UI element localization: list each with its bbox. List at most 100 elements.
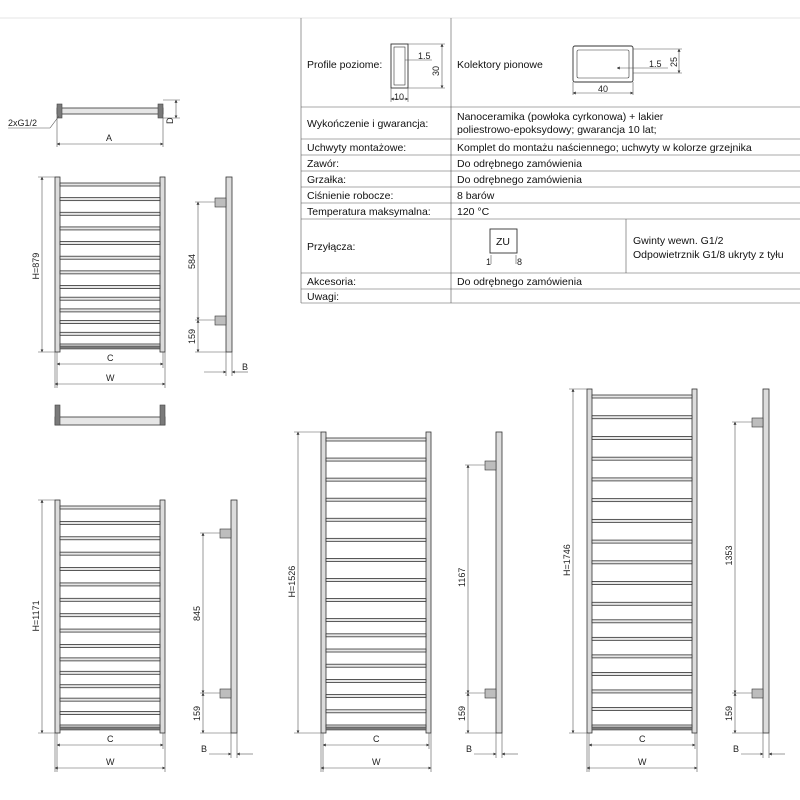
heating-bar <box>59 331 161 336</box>
row-value-temp: 120 °C <box>457 206 490 218</box>
b-label: B <box>466 744 472 754</box>
kolektor-height: 25 <box>669 57 679 67</box>
row-label-temp: Temperatura maksymalna: <box>307 206 431 218</box>
profile-height: 30 <box>431 66 441 76</box>
lower-bracket <box>751 688 764 699</box>
c-label: C <box>107 734 114 744</box>
side-collector <box>762 388 770 734</box>
bracket-spacing-label: 584 <box>187 254 197 269</box>
heating-bar <box>591 619 693 624</box>
radiator-variants: H=879CW584159BH=1171CW845159BH=1526CW116… <box>31 176 785 772</box>
side-collector <box>495 431 503 734</box>
c-label: C <box>373 734 380 744</box>
heating-bar <box>325 558 427 562</box>
row-value-mounts: Komplet do montażu naściennego; uchwyty … <box>457 142 752 154</box>
bottom-offset-label: 159 <box>187 329 197 344</box>
kolektor-cross-section: 40 25 1.5 <box>572 45 682 95</box>
heating-bar <box>59 567 161 571</box>
lower-bracket <box>214 315 227 326</box>
row-value-accessories: Do odrębnego zamówienia <box>457 276 582 288</box>
heating-bar <box>59 320 161 325</box>
kolektory-pionowe-label: Kolektory pionowe <box>457 59 543 71</box>
heating-bar <box>591 539 693 544</box>
bottom-bar <box>59 345 161 350</box>
c-label: C <box>639 734 646 744</box>
b-label: B <box>733 744 739 754</box>
connection-badge-left: 1 <box>486 257 491 267</box>
row-label-pressure: Ciśnienie robocze: <box>307 190 393 202</box>
heating-bar <box>59 711 161 715</box>
heating-bar <box>591 672 693 676</box>
heating-bar <box>59 270 161 275</box>
heating-bar <box>59 628 161 633</box>
bottom-bar <box>59 726 161 731</box>
upper-bracket <box>219 528 232 539</box>
row-value-heater: Do odrębnego zamówienia <box>457 174 582 186</box>
bottom-offset-label: 159 <box>457 706 467 721</box>
left-rail <box>54 499 61 734</box>
upper-bracket <box>214 197 227 208</box>
heating-bar <box>325 497 427 502</box>
right-rail <box>159 499 166 734</box>
heating-bar <box>59 308 161 313</box>
connection-vent: Odpowietrznik G1/8 ukryty z tyłu <box>633 249 784 261</box>
top-view-d: D <box>165 117 175 124</box>
bracket-spacing-label: 1353 <box>724 545 734 565</box>
connection-badge-right: 8 <box>517 257 522 267</box>
heating-bar <box>59 182 161 187</box>
c-label: C <box>107 353 114 363</box>
side-collector <box>230 499 238 734</box>
w-label: W <box>106 373 115 383</box>
bottom-offset-label: 159 <box>192 706 202 721</box>
heating-bar <box>59 226 161 231</box>
row-label-connections: Przyłącza: <box>307 241 355 253</box>
right-rail <box>425 431 432 734</box>
row-label-heater: Grzałka: <box>307 174 346 186</box>
heating-bar <box>59 684 161 689</box>
row-value-pressure: 8 barów <box>457 190 495 202</box>
heating-bar <box>59 536 161 541</box>
row-label-accessories: Akcesoria: <box>307 276 356 288</box>
left-rail <box>54 176 61 353</box>
heating-bar <box>325 578 427 582</box>
kolektor-thickness: 1.5 <box>649 59 662 69</box>
heating-bar <box>591 436 693 440</box>
left-rail <box>320 431 327 734</box>
spec-table: Profile poziome: Kolektory pionowe 10 30… <box>300 18 800 304</box>
heating-bar <box>325 537 427 542</box>
height-label: H=1746 <box>562 544 572 576</box>
row-value-valve: Do odrębnego zamówienia <box>457 158 582 170</box>
top-view: A D 2xG1/2 <box>8 99 180 147</box>
heating-bar <box>325 648 427 653</box>
heating-bar <box>591 498 693 503</box>
heating-bar <box>59 505 161 510</box>
heating-bar <box>59 285 161 289</box>
left-rail <box>586 388 593 734</box>
heating-bar <box>59 597 161 602</box>
top-view-a: A <box>106 133 112 143</box>
lower-bracket <box>484 688 497 699</box>
heating-bar <box>59 255 161 260</box>
right-rail <box>691 388 698 734</box>
row-value-finish-2: poliestrowo-epoksydowy; gwarancja 10 lat… <box>457 124 657 136</box>
heating-bar <box>59 582 161 587</box>
bracket-spacing-label: 1167 <box>457 568 467 587</box>
heating-bar <box>59 613 161 618</box>
upper-bracket <box>751 417 764 428</box>
heating-bar <box>591 636 693 641</box>
heating-bar <box>591 415 693 420</box>
heating-bar <box>591 560 693 565</box>
heating-bar <box>59 296 161 301</box>
heating-bar <box>325 517 427 522</box>
heating-bar <box>325 679 427 683</box>
lower-bracket <box>219 688 232 699</box>
profile-poziome-label: Profile poziome: <box>307 59 382 71</box>
row-label-notes: Uwagi: <box>307 291 339 303</box>
heating-bar <box>59 551 161 556</box>
heating-bar <box>325 477 427 482</box>
heating-bar <box>325 663 427 668</box>
side-collector <box>225 176 233 353</box>
kolektor-width: 40 <box>598 84 608 94</box>
